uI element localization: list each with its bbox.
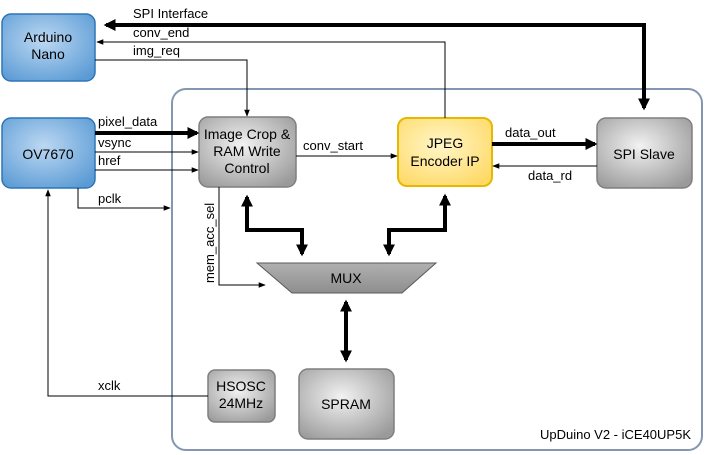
ov7670-block: OV7670 — [1, 117, 96, 189]
crop-mux-bus — [241, 194, 308, 257]
href-label: href — [98, 153, 121, 168]
hsosc-block: HSOSC 24MHz — [207, 369, 276, 423]
xclk-label: xclk — [98, 378, 121, 393]
arduino-nano-block: Arduino Nano — [1, 13, 96, 82]
jpeg-label-line1: JPEG — [427, 135, 464, 151]
mux-block: MUX — [255, 262, 438, 294]
img-req-label: img_req — [133, 43, 180, 58]
conv-start-label: conv_start — [303, 138, 363, 153]
spi-interface-bus — [103, 19, 650, 111]
crop-label-line2: RAM Write — [213, 143, 281, 159]
data-out-label: data_out — [505, 125, 556, 140]
arduino-label-line2: Nano — [31, 46, 65, 62]
jpeg-encoder-block: JPEG Encoder IP — [397, 117, 493, 187]
pclk-label: pclk — [98, 191, 122, 206]
conv-end-line — [96, 39, 446, 118]
ov7670-label: OV7670 — [22, 146, 74, 162]
crop-label-line1: Image Crop & — [204, 126, 291, 142]
arduino-label-line1: Arduino — [24, 29, 72, 45]
mem-acc-sel-label: mem_acc_sel — [202, 203, 217, 283]
image-crop-block: Image Crop & RAM Write Control — [198, 116, 297, 188]
pixel-data-label: pixel_data — [98, 114, 158, 129]
xclk-line — [45, 189, 208, 397]
jpeg-mux-bus — [383, 193, 451, 257]
crop-label-line3: Control — [224, 160, 269, 176]
data-rd-label: data_rd — [528, 168, 572, 183]
img-req-line — [95, 59, 250, 117]
pclk-line — [77, 188, 171, 211]
hsosc-label-line1: HSOSC — [216, 378, 266, 394]
vsync-label: vsync — [98, 135, 132, 150]
spram-block: SPRAM — [298, 368, 395, 440]
jpeg-label-line2: Encoder IP — [410, 153, 479, 169]
mux-label: MUX — [330, 270, 362, 286]
mem-acc-sel-line — [218, 187, 266, 288]
fpga-label: UpDuino V2 - iCE40UP5K — [540, 427, 691, 442]
spi-slave-block: SPI Slave — [596, 117, 693, 189]
spram-label: SPRAM — [321, 396, 371, 412]
hsosc-label-line2: 24MHz — [219, 395, 263, 411]
spi-interface-label: SPI Interface — [133, 6, 208, 21]
spi-slave-label: SPI Slave — [613, 146, 675, 162]
conv-end-label: conv_end — [133, 25, 189, 40]
